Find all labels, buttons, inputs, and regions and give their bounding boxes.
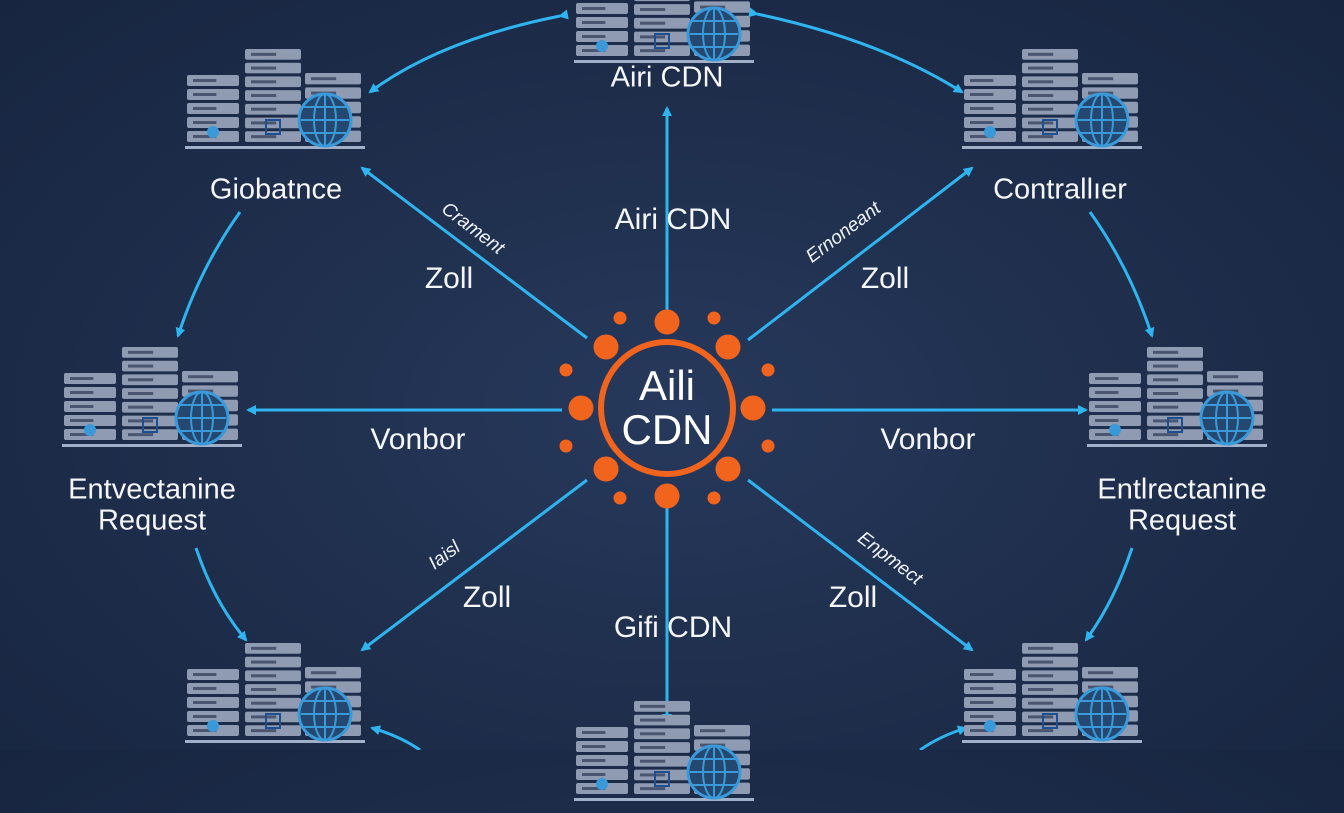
ring-arrow-right-lower [1084,547,1134,642]
server-rack-icon [187,669,239,736]
globe-icon [297,686,353,742]
server-cluster-top-left [185,44,365,156]
edge-label-right: Vonbor [880,423,976,456]
lock-icon [265,119,281,135]
server-cluster-bottom [574,696,754,808]
lock-icon [654,33,670,49]
edge-label-left: Vonbor [370,423,466,456]
server-cluster-left [62,342,242,454]
server-cluster-right [1087,342,1267,454]
node-label-top-left: Giobatnce [209,173,343,206]
edge-label-down: Gifi CDN [613,611,733,644]
server-cluster-top [574,0,754,70]
edge-label-upper-right: Zoll [860,262,910,295]
server-rack-icon [245,49,301,142]
edge-label-upper-left: Zoll [424,262,474,295]
cdn-diagram: Aili CDN Airi CDN Giobatnce Contrallıer … [62,0,1267,801]
spoke-upper-right [747,166,974,342]
node-label-right-line1: Entlrectanine [1097,473,1267,506]
ring-arrow-right-upper [1088,211,1155,338]
ring-arrow-left-lower [194,547,248,642]
server-rack-icon [1147,347,1203,440]
hub-label: Aili CDN [621,361,713,453]
server-rack-icon [1022,643,1078,736]
server-rack-icon [634,0,690,56]
ring-arrow-bottom-right [919,725,968,750]
ring-arrow-top-left [368,9,569,94]
spoke-upper-left [360,166,588,340]
server-rack-icon [1089,373,1141,440]
server-rack-icon [245,643,301,736]
node-label-top: Airi CDN [610,61,724,94]
server-rack-icon [122,347,178,440]
lock-icon [1042,713,1058,729]
server-rack-icon [964,75,1016,142]
node-label-left-line1: Entvectanine [68,473,236,506]
server-rack-icon [634,701,690,794]
server-rack-icon [576,3,628,56]
globe-icon [686,744,742,800]
edge-label-up: Airi CDN [614,203,732,236]
lock-icon [142,417,158,433]
lock-icon [265,713,281,729]
lock-icon [1167,417,1183,433]
server-rack-icon [64,373,116,440]
ring-arrow-left-upper [175,211,242,338]
server-rack-icon [1022,49,1078,142]
server-cluster-top-right [962,44,1142,156]
connection-arrows [175,7,1155,750]
node-label-left-line2: Request [97,505,207,537]
globe-icon [1199,390,1255,446]
spoke-lower-right [747,478,974,652]
server-rack-icon [964,669,1016,736]
globe-icon [174,390,230,446]
server-rack-icon [187,75,239,142]
hub-label-line1: Aili [638,361,695,409]
edge-label-lower-left: Zoll [462,581,512,614]
spoke-lower-left [360,478,588,652]
server-cluster-bottom-left [185,638,365,750]
ring-arrow-top-right [748,7,964,94]
node-label-top-right: Contrallıer [993,173,1127,206]
globe-icon [297,92,353,148]
server-cluster-bottom-right [962,638,1142,750]
globe-icon [1074,686,1130,742]
node-label-right-line2: Request [1127,505,1236,537]
ring-arrow-bottom-left [370,725,421,750]
globe-icon [686,6,742,62]
edge-label-lower-right: Zoll [828,581,878,614]
network-hub-icon [559,309,775,509]
lock-icon [1042,119,1058,135]
node-label-right: Entlrectanine Request [1097,473,1267,538]
hub-label-line2: CDN [621,406,713,453]
globe-icon [1074,92,1130,148]
node-label-left: Entvectanine Request [68,473,236,538]
